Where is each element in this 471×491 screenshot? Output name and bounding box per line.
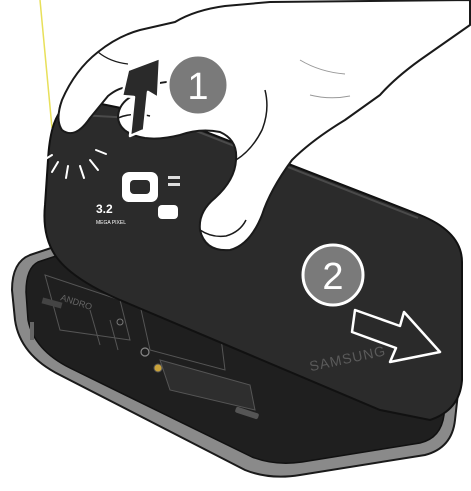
step-1-number: 1 <box>187 66 208 108</box>
indicator-line <box>40 0 52 128</box>
step-2-number: 2 <box>322 256 343 298</box>
camera-label: MEGA PIXEL <box>96 220 126 226</box>
step-2-badge: 2 <box>303 245 363 305</box>
cover-slit <box>168 183 180 186</box>
step-1-badge: 1 <box>168 55 228 115</box>
cover-slit <box>168 176 180 179</box>
flash-window <box>158 205 178 219</box>
camera-megapixel: 3.2 <box>96 202 113 216</box>
